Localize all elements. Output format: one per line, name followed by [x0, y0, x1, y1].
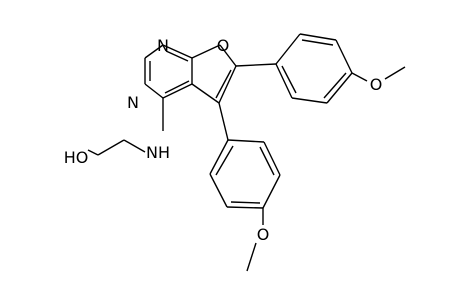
atom-oh: HO — [64, 148, 89, 167]
bond-aryl1-c — [335, 39, 353, 74]
bond-ome2-ch3 — [246, 242, 257, 272]
bond-aryl2-e-inner — [259, 146, 275, 176]
bond-c6-aryl — [235, 63, 277, 67]
atom-n3: N — [127, 93, 139, 112]
bond-c5-c4a — [191, 83, 220, 104]
furan-ring — [191, 44, 237, 104]
bond-c7a-n1-inner — [165, 50, 189, 62]
bond-aryl1-f-inner — [281, 65, 297, 94]
bond-aryl2-a — [209, 139, 229, 175]
bond-aryl2-c-inner — [230, 201, 261, 204]
bond-ch2-oh — [87, 149, 99, 156]
bond-c7a-o — [191, 44, 221, 59]
bond-aryl2-c — [226, 206, 264, 209]
bond-c4-c4a-inner — [164, 80, 190, 94]
bond-aryl2-f — [227, 139, 265, 143]
lower-methoxyphenyl — [209, 102, 281, 272]
bond-aryl1-b-inner — [301, 39, 334, 46]
bond-nh-ch2 — [123, 139, 146, 153]
bond-c6-c5 — [218, 65, 237, 104]
atom-n1: N — [157, 36, 169, 55]
bond-aryl1-d-inner — [323, 72, 347, 99]
bond-aryl1-a — [275, 33, 301, 65]
bond-o-c6 — [219, 44, 237, 67]
atom-o-methoxy-bottom: O — [257, 225, 270, 244]
bond-aryl2-b — [209, 173, 228, 208]
bond-c6-c5-inner — [215, 69, 232, 99]
atom-o-methoxy-top: O — [370, 75, 383, 94]
bond-aryl2-e — [263, 141, 281, 176]
bond-n3-c4 — [144, 83, 164, 99]
bond-ome1-ch3 — [384, 66, 406, 80]
bond-aryl1-e — [291, 97, 328, 104]
bond-aryl2-a-inner — [215, 145, 234, 176]
bond-c7a-n1 — [162, 44, 193, 59]
atom-nh: NH — [146, 143, 170, 162]
bond-aryl1-ome — [351, 72, 368, 82]
pyrimidine-ring — [144, 44, 193, 99]
atom-o-furan: O — [217, 36, 230, 55]
bond-c4-c4a — [162, 83, 193, 99]
hydroxyethylamino-chain — [87, 98, 164, 156]
atom-labels: N N O NH HO O O — [64, 36, 383, 244]
bond-aryl1-d — [326, 72, 353, 104]
bond-aryl1-b — [299, 33, 337, 41]
bond-c5-aryl — [218, 102, 229, 141]
bond-ch2-ch2 — [97, 139, 125, 156]
upper-methoxyphenyl — [235, 33, 406, 104]
bond-aryl2-d — [262, 174, 281, 209]
bond-aryl1-f — [275, 63, 293, 99]
bond-n1-c2 — [144, 44, 164, 59]
